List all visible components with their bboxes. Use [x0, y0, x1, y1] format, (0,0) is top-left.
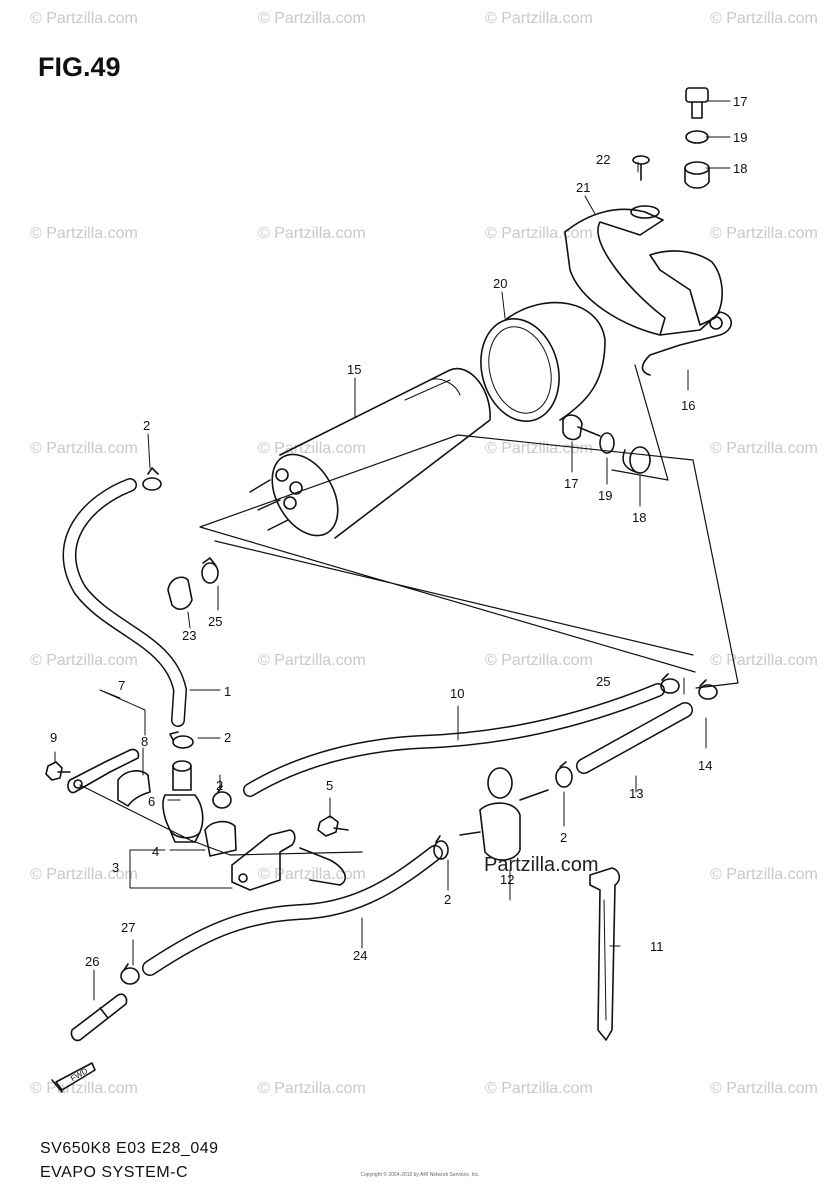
callout-2: 2 — [560, 830, 567, 845]
clamp-14 — [698, 679, 718, 700]
watermark: © Partzilla.com — [485, 440, 593, 457]
watermark: © Partzilla.com — [258, 866, 366, 883]
callout-27: 27 — [121, 920, 135, 935]
canister-15 — [249, 367, 491, 539]
system-name: EVAPO SYSTEM-C — [40, 1164, 189, 1181]
watermark: © Partzilla.com — [710, 225, 818, 242]
valve-6 — [162, 760, 204, 843]
washer-19-top — [685, 130, 709, 144]
callout-4: 4 — [152, 844, 159, 859]
watermark: © Partzilla.com — [710, 10, 818, 27]
leader-lines — [54, 100, 731, 1001]
callout-11: 11 — [650, 939, 664, 954]
callout-25: 25 — [208, 614, 222, 629]
bracket-outline — [611, 364, 669, 481]
clamp-2-low — [433, 835, 449, 860]
watermark: © Partzilla.com — [710, 1080, 818, 1097]
callout-13: 13 — [629, 786, 643, 801]
band-20 — [480, 301, 606, 422]
callout-19: 19 — [598, 488, 612, 503]
valve-12 — [459, 767, 549, 861]
callout-21: 21 — [576, 180, 590, 195]
callout-2: 2 — [216, 778, 223, 793]
fwd-label: FWD — [69, 1066, 89, 1083]
screw-22 — [632, 155, 650, 181]
bracket-7 — [67, 748, 140, 794]
bracket-21 — [564, 205, 733, 376]
tie-strap-11 — [589, 867, 621, 1041]
bolt-9 — [45, 761, 71, 781]
callout-6: 6 — [148, 794, 155, 809]
callout-16: 16 — [681, 398, 695, 413]
copyright-notice: Copyright © 2004-2012 by ARI Network Ser… — [360, 1172, 480, 1178]
watermark: © Partzilla.com — [710, 440, 818, 457]
callout-1: 1 — [224, 684, 231, 699]
watermark: © Partzilla.com — [258, 225, 366, 242]
callout-2: 2 — [444, 892, 451, 907]
watermark: © Partzilla.com — [30, 652, 138, 669]
callout-3: 3 — [112, 860, 119, 875]
callout-18: 18 — [632, 510, 646, 525]
bracket-outline-left — [79, 784, 363, 856]
callout-15: 15 — [347, 362, 361, 377]
figure-code: SV650K8 E03 E28_049 — [40, 1140, 219, 1157]
bracket-4 — [204, 820, 237, 857]
callout-19: 19 — [733, 130, 747, 145]
bracket-8 — [117, 770, 151, 807]
callout-2: 2 — [224, 730, 231, 745]
callout-10: 10 — [450, 686, 464, 701]
bolt-17-lower — [562, 414, 601, 441]
callout-8: 8 — [141, 734, 148, 749]
fwd-arrow-icon — [51, 1062, 96, 1093]
figure-title: FIG.49 — [38, 52, 121, 82]
watermark: © Partzilla.com — [30, 440, 138, 457]
clamp-2-right — [555, 761, 573, 788]
clamp-25-right — [660, 673, 680, 694]
callout-5: 5 — [326, 778, 333, 793]
callout-20: 20 — [493, 276, 507, 291]
bolt-17-top — [685, 87, 709, 119]
callout-25: 25 — [596, 674, 610, 689]
callout-26: 26 — [85, 954, 99, 969]
callout-12: 12 — [500, 872, 514, 887]
watermark: © Partzilla.com — [30, 866, 138, 883]
clamp-2-top — [142, 467, 162, 491]
assembly-outline — [199, 434, 739, 689]
cushion-18-lower — [622, 446, 651, 474]
watermark: © Partzilla.com — [485, 1080, 593, 1097]
bolt-5 — [317, 815, 349, 837]
callout-17: 17 — [564, 476, 578, 491]
cushion-18-top — [684, 161, 710, 189]
clamp-25-top — [201, 557, 219, 584]
watermark: © Partzilla.com — [485, 10, 593, 27]
callout-7: 7 — [118, 678, 125, 693]
watermark: © Partzilla.com — [30, 10, 138, 27]
bracket-3 — [231, 829, 346, 891]
watermark: © Partzilla.com — [258, 10, 366, 27]
watermark: © Partzilla.com — [258, 1080, 366, 1097]
joint-26 — [70, 993, 128, 1042]
watermark: © Partzilla.com — [710, 866, 818, 883]
watermark-overlay: Partzilla.com — [484, 854, 599, 876]
callout-23: 23 — [182, 628, 196, 643]
cap-23 — [167, 576, 193, 610]
watermark: © Partzilla.com — [485, 652, 593, 669]
callout-14: 14 — [698, 758, 712, 773]
callout-2: 2 — [143, 418, 150, 433]
callout-18: 18 — [733, 161, 747, 176]
watermark: © Partzilla.com — [30, 225, 138, 242]
callout-22: 22 — [596, 152, 610, 167]
washer-19-lower — [599, 432, 615, 454]
clamp-27 — [120, 963, 140, 985]
callout-24: 24 — [353, 948, 367, 963]
callout-labels: 1 2 2 2 2 2 3 4 5 6 7 8 9 10 11 12 13 14… — [50, 94, 747, 1083]
watermark: © Partzilla.com — [710, 652, 818, 669]
clamp-2-mid — [169, 731, 194, 749]
watermark: © Partzilla.com — [258, 652, 366, 669]
callout-17: 17 — [733, 94, 747, 109]
callout-9: 9 — [50, 730, 57, 745]
